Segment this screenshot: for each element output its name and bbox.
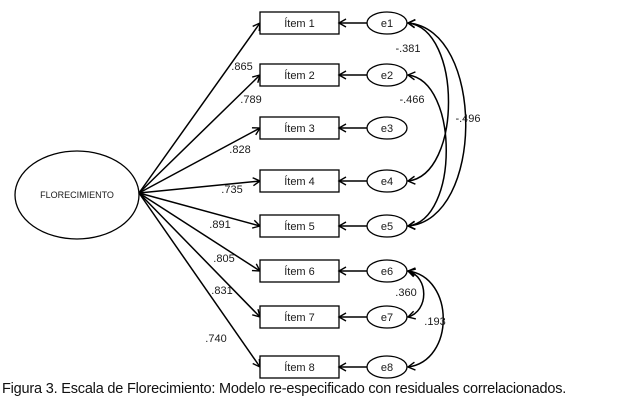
loading-coefficient: .789 (240, 94, 261, 106)
loading-arrow (138, 74, 262, 194)
error-label: e5 (381, 221, 393, 233)
loading-coefficient: .805 (213, 253, 234, 265)
loading-arrow (138, 177, 262, 194)
item-label: Ítem 4 (284, 175, 315, 188)
error-label: e6 (381, 266, 393, 278)
error-label: e1 (381, 18, 393, 30)
item-box: Ítem 3 (259, 116, 340, 140)
correlation-value: -.381 (395, 43, 420, 55)
correlation-value: -.466 (399, 94, 424, 106)
loading-coefficient: .865 (231, 61, 252, 73)
item-box: Ítem 6 (259, 259, 340, 283)
loading-arrow (138, 192, 262, 229)
error-label: e7 (381, 312, 393, 324)
item-box: Ítem 8 (259, 355, 340, 379)
item-label: Ítem 3 (284, 122, 315, 135)
loading-paths (138, 21, 262, 369)
item-box: Ítem 4 (259, 169, 340, 193)
correlation-value: .360 (395, 287, 416, 299)
item-box: Ítem 2 (259, 63, 340, 87)
correlation-arc (406, 18, 467, 231)
error-label: e4 (381, 176, 393, 188)
error-terms: e1 e2 e3 e4 e5 e6 e7 e8 (337, 11, 408, 379)
item-label: Ítem 6 (284, 265, 315, 278)
error-label: e2 (381, 70, 393, 82)
figure-caption: Figura 3. Escala de Florecimiento: Model… (2, 381, 567, 397)
loading-coefficient: .891 (209, 219, 230, 231)
correlation-arc (406, 267, 444, 371)
error-label: e8 (381, 362, 393, 374)
error-term: e2 (337, 63, 408, 87)
loading-coefficient: .828 (229, 144, 250, 156)
latent-variable: FLORECIMIENTO (14, 150, 140, 240)
item-label: Ítem 7 (284, 311, 315, 324)
error-term: e3 (337, 116, 408, 140)
loading-arrow (138, 192, 262, 272)
item-label: Ítem 1 (284, 17, 315, 30)
loading-coefficient: .831 (211, 285, 232, 297)
loading-arrow (138, 192, 261, 369)
latent-ellipse (14, 150, 140, 240)
correlation-arc (406, 71, 447, 230)
error-term: e7 (337, 305, 408, 329)
correlation-value: -.496 (455, 113, 480, 125)
item-box: Ítem 5 (259, 214, 340, 238)
error-term: e8 (337, 355, 408, 379)
error-label: e3 (381, 123, 393, 135)
item-label: Ítem 2 (284, 69, 315, 82)
item-label: Ítem 5 (284, 220, 315, 233)
loading-coefficient: .740 (205, 333, 226, 345)
observed-items: Ítem 1 Ítem 2 Ítem 3 Ítem 4 Ítem 5 Ítem 6 Ítem… (259, 11, 340, 379)
loading-arrow (138, 127, 262, 194)
error-term: e4 (337, 169, 408, 193)
item-box: Ítem 7 (259, 305, 340, 329)
item-box: Ítem 1 (259, 11, 340, 35)
error-term: e1 (337, 11, 408, 35)
error-term: e5 (337, 214, 408, 238)
loading-coefficient: .735 (221, 184, 242, 196)
error-term: e6 (337, 259, 408, 283)
correlation-arc (406, 19, 450, 185)
correlation-value: .193 (424, 316, 445, 328)
latent-label: FLORECIMIENTO (40, 190, 114, 200)
loading-arrow (138, 192, 261, 319)
loading-coefficients: .865 .789 .828 .735 .891 .805 .831 .740 (205, 61, 261, 345)
loading-arrow (138, 21, 261, 194)
error-correlations: -.381 -.466 -.496 .360 .193 (395, 18, 481, 371)
item-label: Ítem 8 (284, 361, 315, 374)
